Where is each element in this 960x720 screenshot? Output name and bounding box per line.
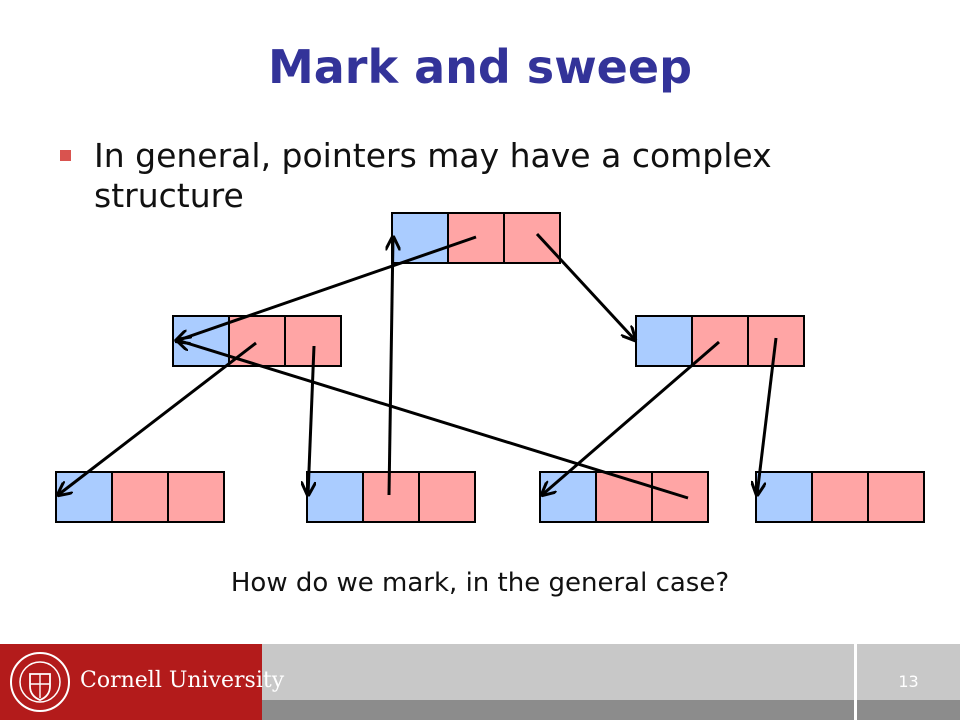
node-cell-pink: [503, 212, 561, 264]
slide-title: Mark and sweep: [267, 40, 693, 94]
pointer-arrow: [308, 345, 314, 495]
pointer-arrow: [389, 237, 393, 496]
institution-name: Cornell University: [80, 668, 285, 693]
node-cell-blue: [55, 471, 113, 523]
cornell-logo: Cornell University: [0, 644, 284, 720]
node-middle-left: [172, 315, 342, 367]
pointer-arrow: [58, 341, 257, 495]
page-number: 13: [898, 672, 919, 691]
pointer-arrow: [177, 340, 689, 500]
node-bottom-2: [306, 471, 476, 523]
footer-divider: [854, 644, 857, 720]
bullet-text: In general, pointers may have a complex …: [94, 136, 772, 215]
node-cell-blue: [306, 471, 364, 523]
node-middle-right: [635, 315, 805, 367]
node-cell-blue: [635, 315, 693, 367]
node-cell-pink: [867, 471, 925, 523]
node-cell-pink: [595, 471, 653, 523]
pointer-arrow: [542, 340, 720, 495]
node-bottom-1: [55, 471, 225, 523]
node-bottom-4: [755, 471, 925, 523]
node-cell-blue: [539, 471, 597, 523]
node-cell-pink: [167, 471, 225, 523]
node-cell-pink: [111, 471, 169, 523]
diagram-caption: How do we mark, in the general case?: [230, 568, 730, 598]
square-bullet-icon: [60, 150, 71, 161]
node-cell-pink: [418, 471, 476, 523]
node-cell-blue: [755, 471, 813, 523]
pointer-arrow: [176, 235, 477, 341]
pointer-arrow: [757, 337, 778, 495]
slide-footer: Cornell University 13: [0, 644, 960, 720]
pointer-arrow: [535, 232, 635, 340]
node-cell-pink: [362, 471, 420, 523]
node-cell-pink: [811, 471, 869, 523]
cornell-seal-icon: [10, 652, 70, 712]
